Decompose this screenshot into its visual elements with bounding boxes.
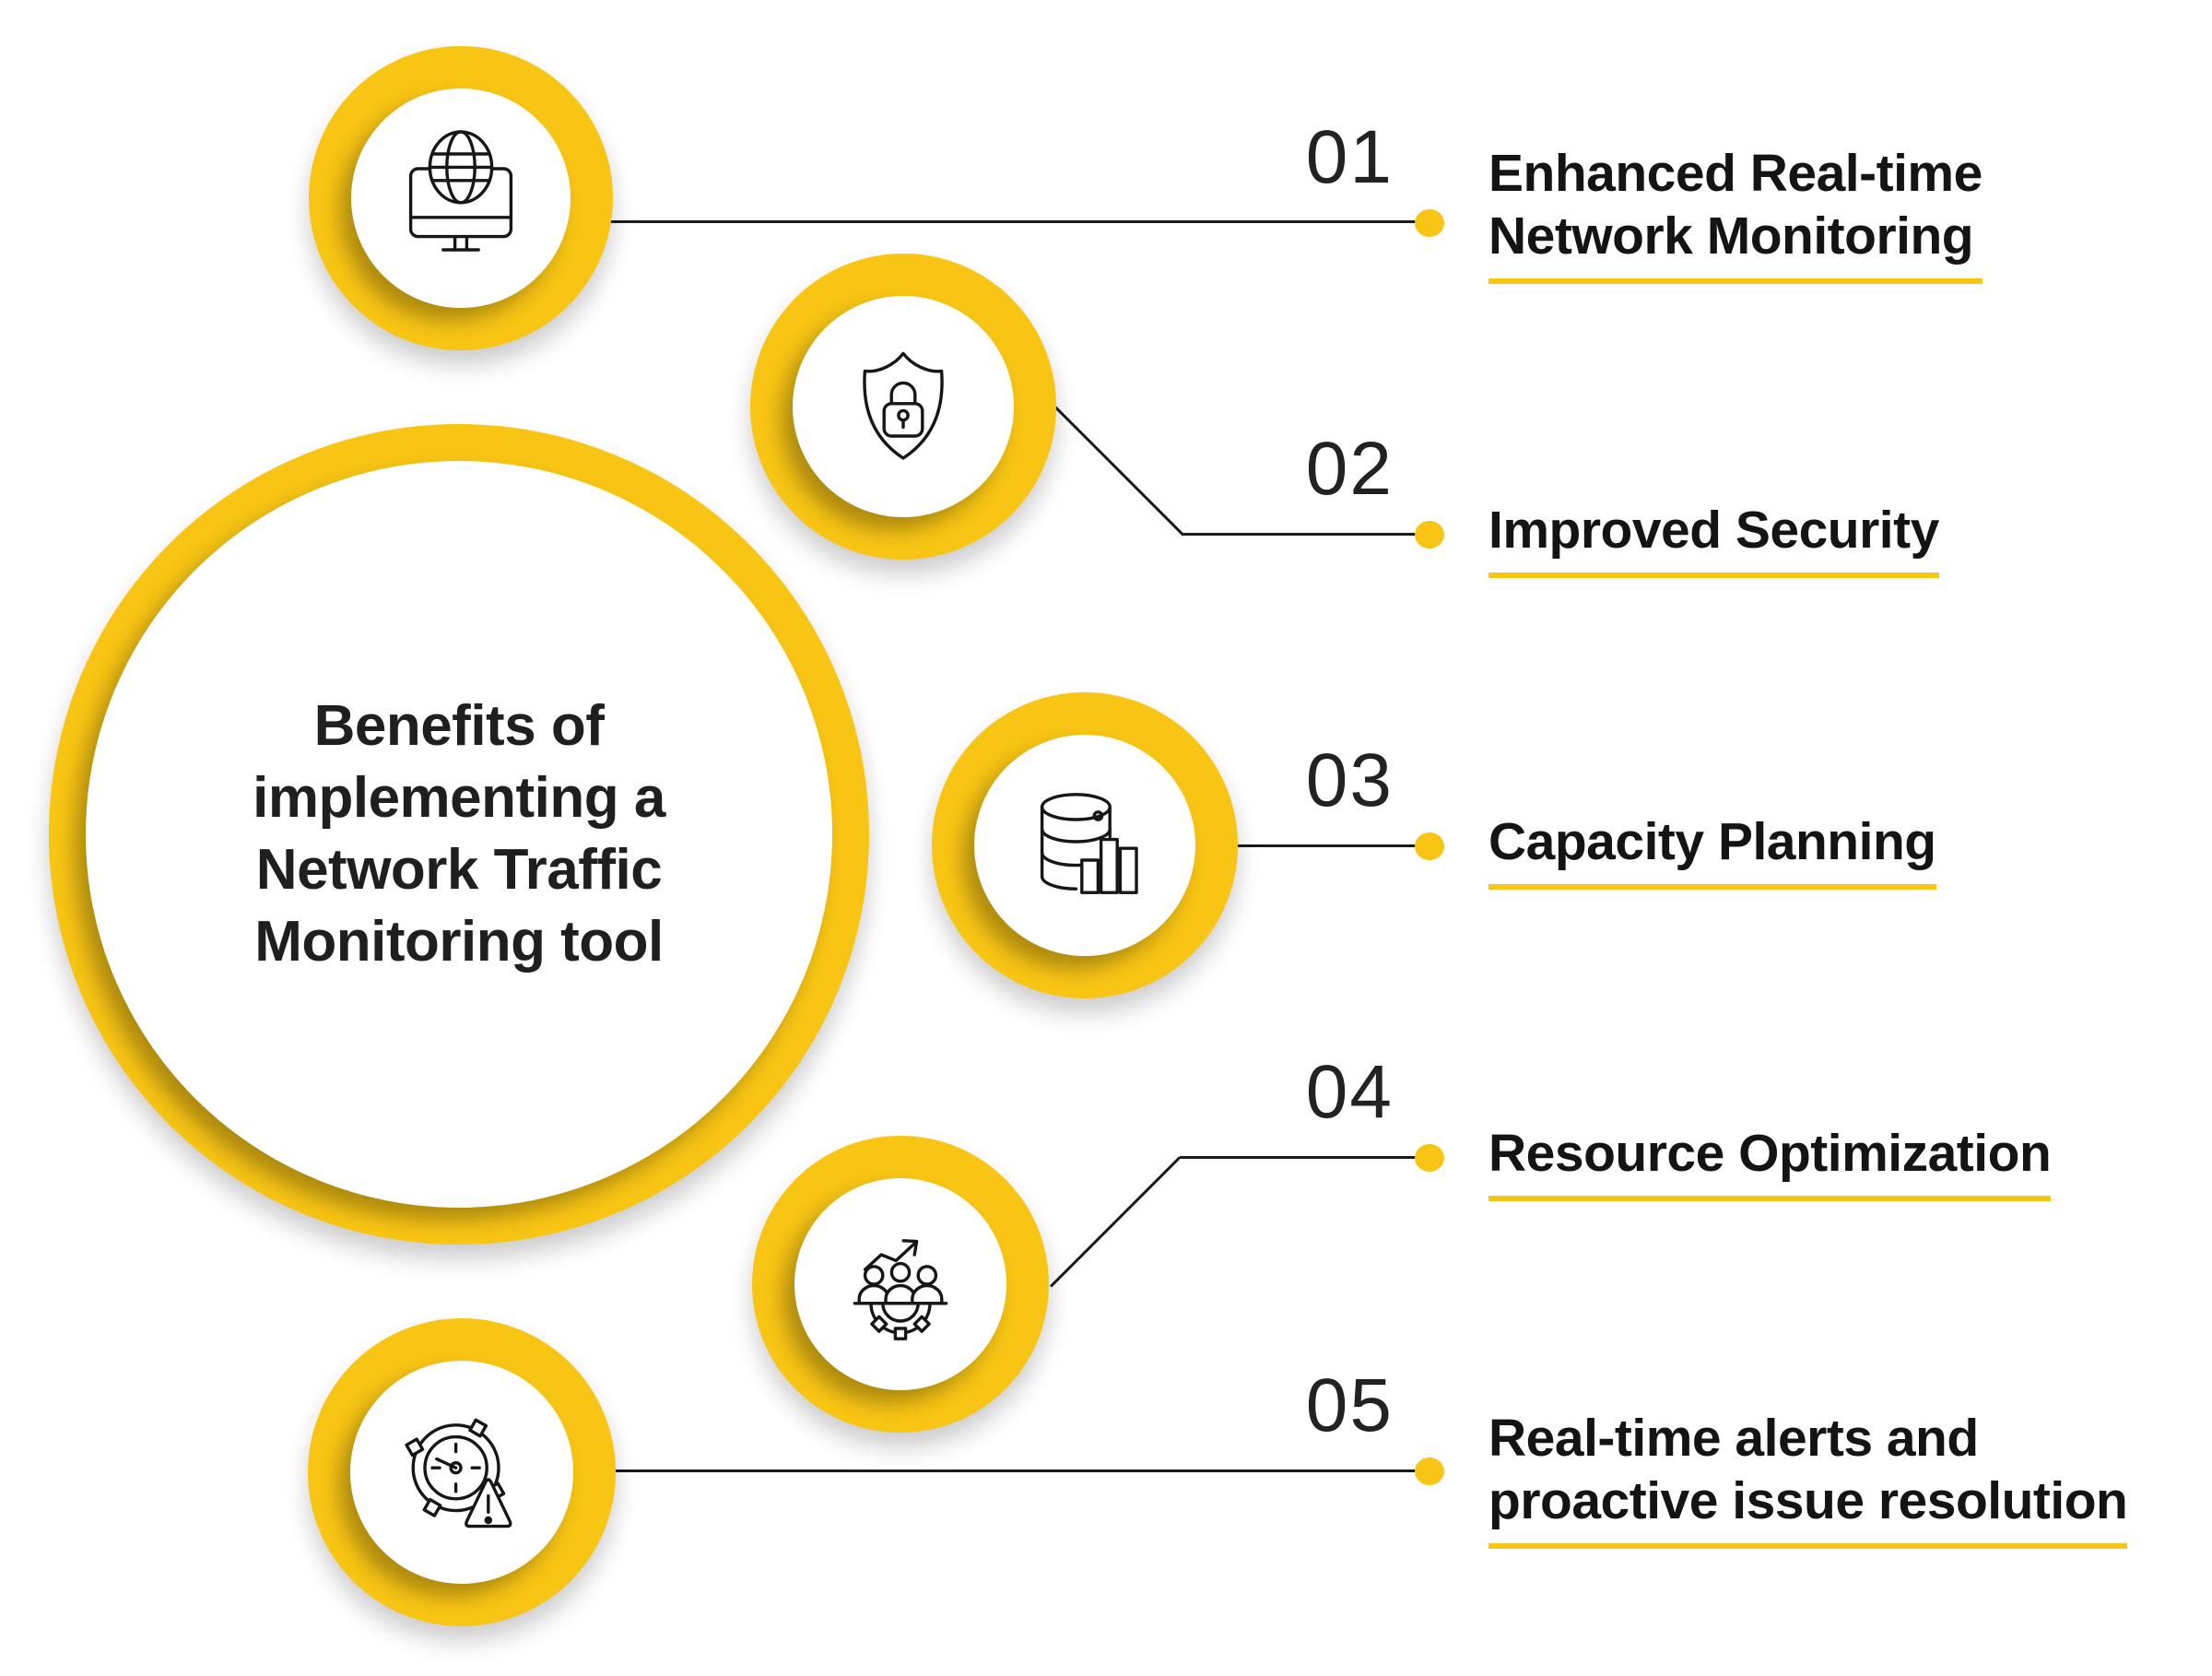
item-2-circle <box>750 254 1056 560</box>
shield-lock-icon <box>830 333 977 480</box>
item-5-label-line: Real-time alerts and <box>1488 1409 1979 1468</box>
item-4-dot <box>1415 1144 1444 1172</box>
page-title-line: Benefits of <box>313 694 605 758</box>
item-4-circle-inner <box>794 1178 1006 1390</box>
item-3-label: Capacity Planning <box>1488 810 1936 890</box>
item-1-circle-inner <box>351 89 571 308</box>
item-1-number: 01 <box>1305 115 1394 199</box>
page-title-line: Monitoring tool <box>254 910 664 974</box>
item-3-label-line: Capacity Planning <box>1488 812 1936 871</box>
item-3-circle-inner <box>974 735 1195 956</box>
connector-line-2 <box>1183 533 1417 536</box>
connector-line-2-diagonal <box>1053 405 1185 537</box>
page-title: Benefits of implementing a Network Traff… <box>253 690 665 978</box>
item-2-dot <box>1415 521 1444 549</box>
item-4-label: Resource Optimization <box>1488 1122 2052 1201</box>
item-4-circle <box>752 1136 1049 1433</box>
connector-line-4-diagonal <box>1049 1156 1182 1288</box>
item-5-circle <box>308 1318 616 1626</box>
globe-monitor-icon <box>387 124 535 272</box>
item-5-label: Real-time alerts and proactive issue res… <box>1488 1407 2128 1549</box>
connector-line-1 <box>608 220 1417 223</box>
clock-alert-icon <box>388 1399 535 1546</box>
item-3-number: 03 <box>1305 738 1394 822</box>
center-circle-inner: Benefits of implementing a Network Traff… <box>86 461 832 1208</box>
item-1-label-line: Enhanced Real-time <box>1488 144 1983 203</box>
item-5-dot <box>1415 1458 1444 1485</box>
item-4-label-line: Resource Optimization <box>1488 1124 2052 1183</box>
item-2-number: 02 <box>1305 427 1394 511</box>
item-5-circle-inner <box>350 1361 573 1584</box>
item-4-number: 04 <box>1305 1050 1394 1134</box>
connector-line-5 <box>616 1469 1417 1472</box>
item-1-dot <box>1415 209 1444 237</box>
page-title-line: Network Traffic <box>255 838 663 902</box>
item-1-label: Enhanced Real-time Network Monitoring <box>1488 142 1983 284</box>
item-5-label-line: proactive issue resolution <box>1488 1471 2128 1530</box>
item-2-circle-inner <box>793 296 1014 517</box>
database-chart-icon <box>1011 772 1159 919</box>
center-circle: Benefits of implementing a Network Traff… <box>49 424 869 1245</box>
connector-line-4 <box>1180 1156 1417 1159</box>
item-1-circle <box>309 46 613 350</box>
item-1-label-line: Network Monitoring <box>1488 207 1974 266</box>
item-2-label-line: Improved Security <box>1488 501 1939 560</box>
connector-line-3 <box>1238 844 1417 847</box>
item-2-label: Improved Security <box>1488 499 1939 578</box>
page-title-line: implementing a <box>253 766 665 830</box>
item-3-dot <box>1415 832 1444 860</box>
item-5-number: 05 <box>1305 1363 1394 1447</box>
item-3-circle <box>932 692 1238 998</box>
team-growth-gear-icon <box>827 1210 974 1358</box>
